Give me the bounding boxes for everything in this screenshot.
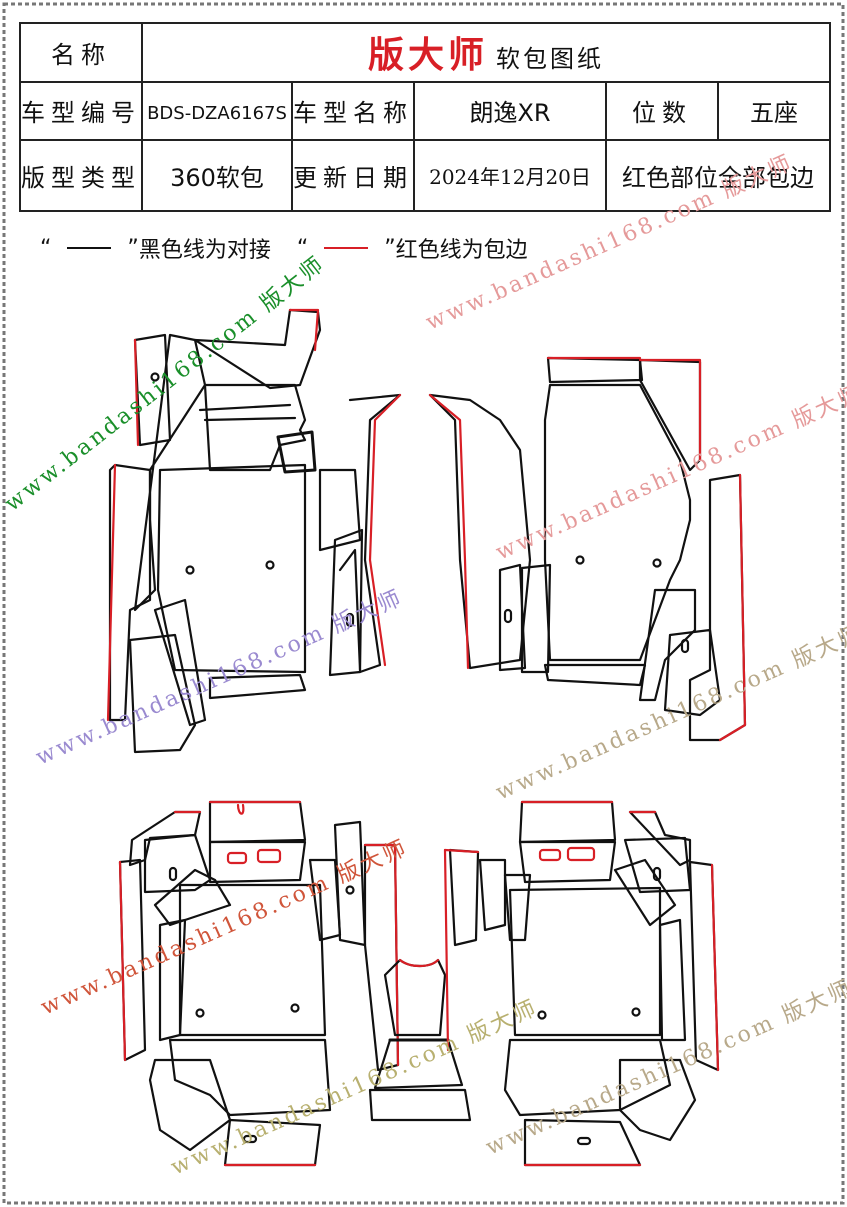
center-tunnel-mat <box>368 958 472 1122</box>
model-name: 朗逸XR <box>413 80 607 142</box>
watermark-tan-2: www.bandashi168.com 版大师 <box>482 975 847 1160</box>
model-code-label: 车型编号 <box>19 80 143 142</box>
watermark-olive: www.bandashi168.com 版大师 <box>167 995 542 1180</box>
doc-type: 软包图纸 <box>496 45 605 74</box>
seats-label: 位数 <box>605 80 719 142</box>
watermark-orange: www.bandashi168.com 版大师 <box>37 835 412 1020</box>
note-cell: 红色部位全部包边 <box>604 139 832 212</box>
update-date: 2024年12月20日 <box>413 139 607 212</box>
rear-left-mat <box>118 800 400 1167</box>
legend-red-text: 红色线为包边 <box>395 238 528 263</box>
pattern-type-label: 版型类型 <box>19 139 143 212</box>
info-table: 名称 版大师软包图纸 车型编号 BDS-DZA6167S 车型名称 朗逸XR 位… <box>19 22 832 212</box>
pattern-type: 360软包 <box>141 139 293 212</box>
quote-open-2: “ <box>296 235 309 261</box>
name-label: 名称 <box>19 22 143 83</box>
quote-open: “ <box>40 235 52 261</box>
model-code: BDS-DZA6167S <box>141 80 293 142</box>
quote-close-2: ” <box>384 235 396 261</box>
seats-value: 五座 <box>716 80 832 142</box>
watermark-pink-1: www.bandashi168.com 版大师 <box>422 150 797 335</box>
front-right-mat <box>428 356 747 742</box>
model-name-label: 车型名称 <box>291 80 415 142</box>
quote-close: ” <box>127 235 139 261</box>
legend-black-text: 黑色线为对接 <box>138 238 271 263</box>
watermark-violet: www.bandashi168.com 版大师 <box>32 585 407 770</box>
update-date-label: 更新日期 <box>291 139 415 212</box>
brand-title: 版大师 <box>368 35 489 77</box>
rear-right-mat <box>443 800 720 1167</box>
front-left-mat <box>106 308 402 754</box>
title-cell: 版大师软包图纸 <box>140 22 832 83</box>
legend: “ ” 黑色线为对接 “ ” 红色线为包边 <box>40 232 528 264</box>
black-line-swatch <box>67 247 112 249</box>
red-line-swatch <box>324 247 369 249</box>
